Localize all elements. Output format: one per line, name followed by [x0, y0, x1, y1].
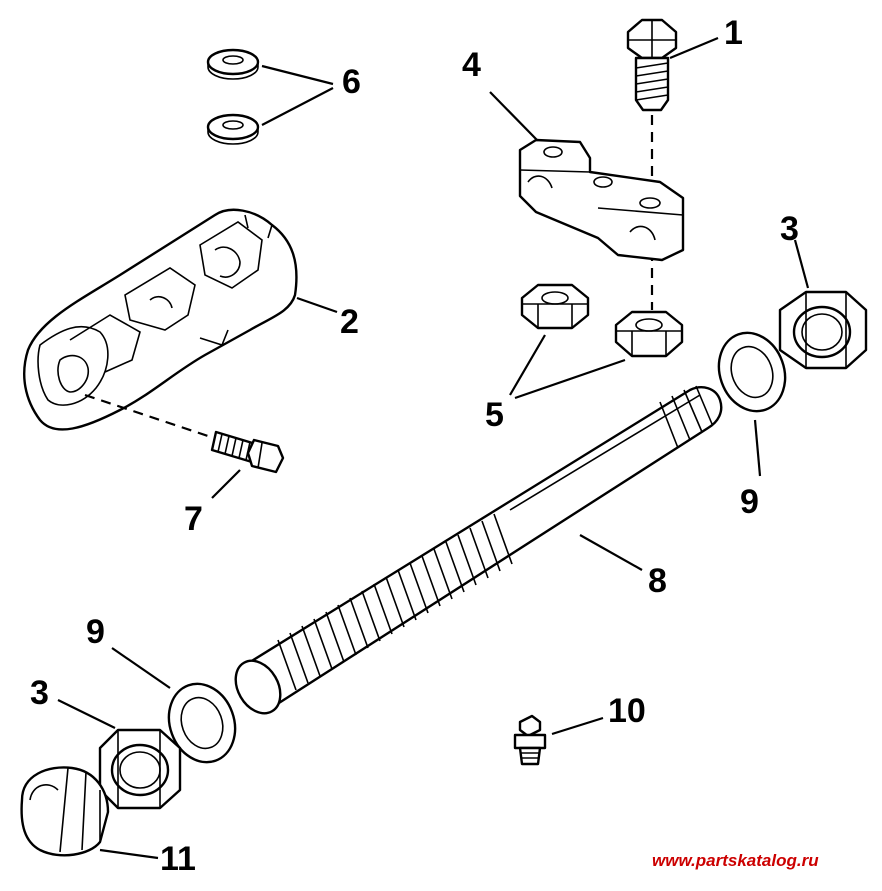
nut-part-5-left	[520, 283, 590, 330]
washer-part-9-right	[717, 331, 787, 413]
callout-5: 5	[485, 396, 504, 434]
callout-2: 2	[340, 303, 359, 341]
bolt-part-1	[626, 18, 678, 112]
cap-nut-part-11	[20, 766, 110, 857]
callout-10: 10	[608, 692, 646, 730]
leader-3-left	[57, 699, 116, 729]
alignment-line-2-7	[84, 393, 221, 442]
leader-9-left	[111, 647, 171, 689]
washer-part-6-bottom	[206, 113, 260, 145]
leader-1	[669, 36, 719, 60]
callout-3-right: 3	[780, 210, 799, 248]
leader-9-right	[753, 419, 762, 477]
screw-part-7	[210, 430, 285, 474]
leader-8	[579, 534, 643, 571]
callout-1: 1	[724, 14, 743, 52]
nut-part-5-right	[614, 310, 684, 358]
leader-3-right	[793, 239, 810, 289]
leader-6	[261, 64, 334, 126]
leader-7	[211, 469, 241, 499]
bracket-plate-part-4	[518, 138, 685, 262]
leader-4	[489, 91, 538, 141]
leader-11	[99, 848, 159, 860]
tilt-tube-part-8	[234, 385, 723, 715]
callout-9-left: 9	[86, 613, 105, 651]
washer-part-9-left	[167, 682, 237, 764]
callout-3-left: 3	[30, 674, 49, 712]
swivel-bracket-part-2	[23, 208, 298, 431]
grease-fitting-part-10	[513, 714, 547, 766]
leader-5	[509, 334, 626, 400]
watermark-text: www.partskatalog.ru	[652, 851, 819, 870]
callout-4: 4	[462, 46, 481, 84]
thread-band-lower	[277, 513, 513, 691]
nut-part-3-right	[778, 290, 868, 370]
callout-11: 11	[160, 840, 196, 878]
nut-part-3-left	[98, 728, 182, 810]
washer-part-6-top	[206, 48, 260, 80]
leader-10	[551, 716, 604, 736]
thread-band-upper	[659, 385, 713, 449]
leader-2	[296, 296, 338, 314]
callout-7: 7	[184, 500, 203, 538]
callout-9-right: 9	[740, 483, 759, 521]
callout-6: 6	[342, 63, 361, 101]
callout-8: 8	[648, 562, 667, 600]
